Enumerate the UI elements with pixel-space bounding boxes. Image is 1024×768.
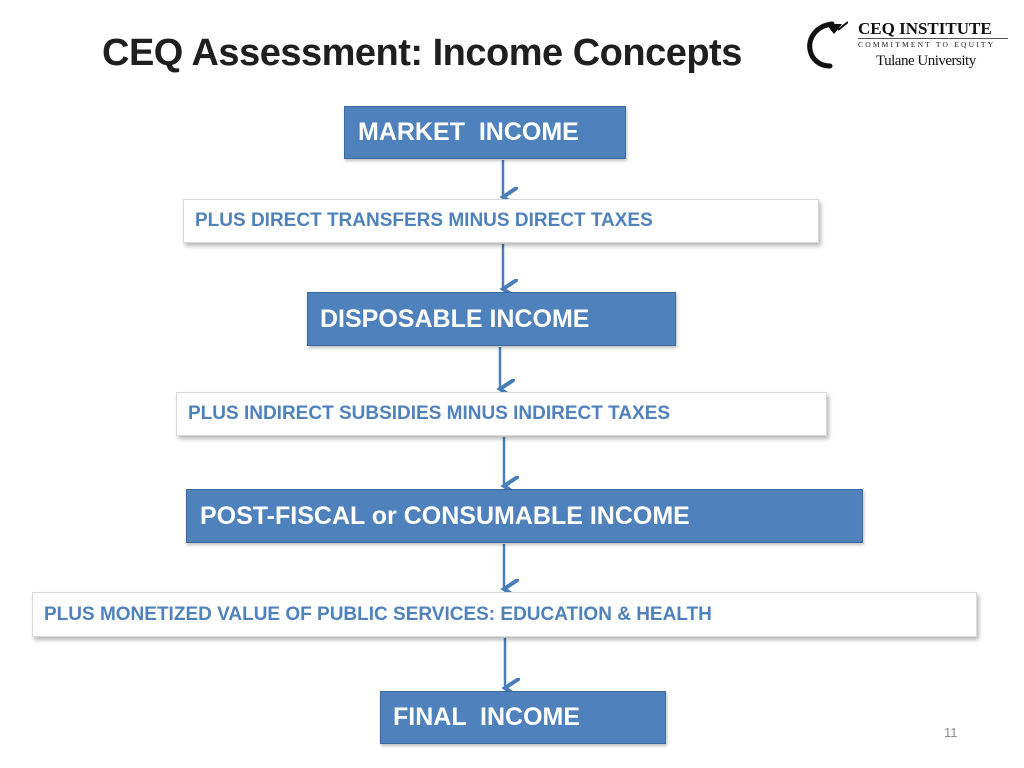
logo-university: Tulane University	[876, 53, 976, 69]
disposable-income-box: DISPOSABLE INCOME	[307, 292, 676, 346]
direct-transfers-taxes-label: PLUS DIRECT TRANSFERS MINUS DIRECT TAXES	[195, 210, 653, 231]
logo-name: CEQ INSTITUTE	[858, 19, 992, 38]
logo-divider	[858, 38, 1008, 39]
market-income-label: MARKET INCOME	[358, 118, 579, 146]
ceq-institute-logo: CEQ INSTITUTE COMMITMENT TO EQUITY Tulan…	[800, 16, 1015, 74]
final-income-box: FINAL INCOME	[380, 691, 666, 744]
page-title: CEQ Assessment: Income Concepts	[102, 32, 742, 74]
indirect-subsidies-taxes-box: PLUS INDIRECT SUBSIDIES MINUS INDIRECT T…	[176, 392, 827, 436]
disposable-income-label: DISPOSABLE INCOME	[320, 304, 590, 333]
final-income-label: FINAL INCOME	[393, 703, 581, 731]
consumable-income-label: POST-FISCAL or CONSUMABLE INCOME	[200, 501, 690, 530]
public-services-label: PLUS MONETIZED VALUE OF PUBLIC SERVICES:…	[44, 603, 712, 625]
ceq-swoosh-icon	[807, 21, 848, 69]
market-income-box: MARKET INCOME	[344, 106, 626, 159]
direct-transfers-taxes-box: PLUS DIRECT TRANSFERS MINUS DIRECT TAXES	[183, 199, 819, 243]
indirect-subsidies-taxes-label: PLUS INDIRECT SUBSIDIES MINUS INDIRECT T…	[188, 403, 671, 424]
logo-tagline: COMMITMENT TO EQUITY	[858, 40, 996, 49]
consumable-income-box: POST-FISCAL or CONSUMABLE INCOME	[186, 489, 863, 543]
public-services-box: PLUS MONETIZED VALUE OF PUBLIC SERVICES:…	[32, 592, 977, 637]
page-number: 11	[944, 725, 958, 740]
